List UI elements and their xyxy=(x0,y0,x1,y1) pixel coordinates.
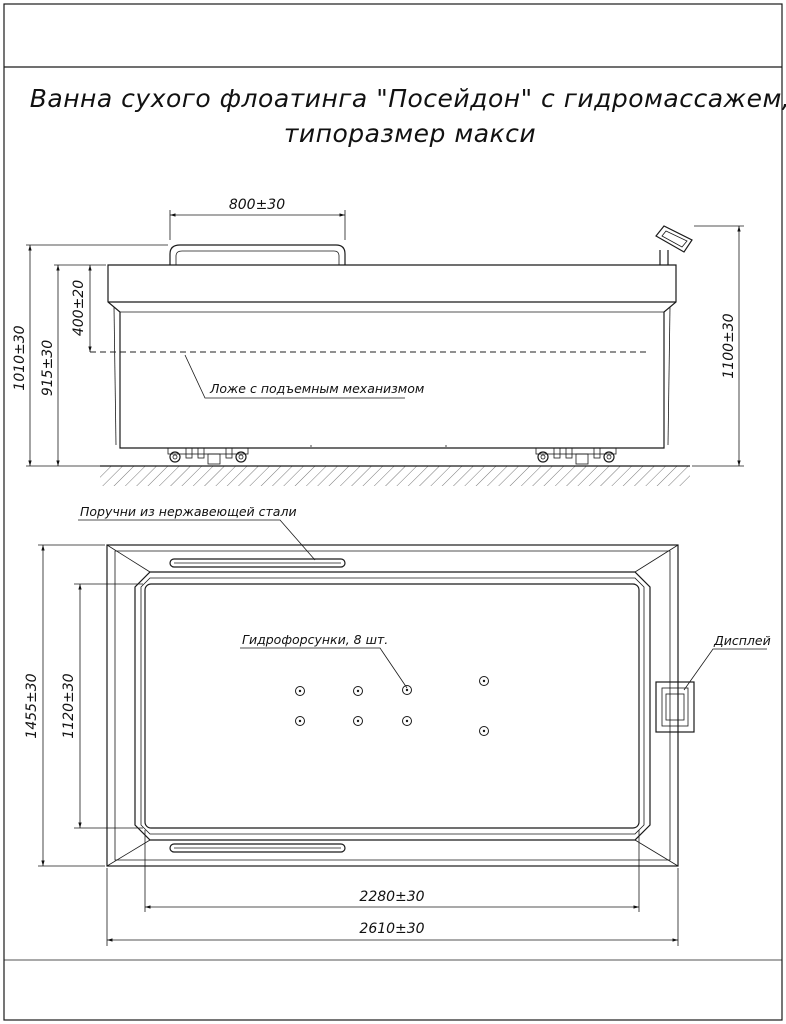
label-jets: Гидрофорсунки, 8 шт. xyxy=(242,632,388,647)
dim-bed-depth-text: 400±20 xyxy=(71,280,87,336)
dim-outer-width-text: 1455±30 xyxy=(24,673,40,738)
display-top xyxy=(655,681,695,733)
jet-nozzle-icon xyxy=(353,686,363,696)
feet-right xyxy=(535,447,617,465)
jet-nozzle-icon xyxy=(479,726,489,736)
jet-nozzle-icon xyxy=(479,676,489,686)
jet-nozzle-icon xyxy=(402,716,412,726)
handrail-side xyxy=(169,244,346,265)
dim-height-display-text: 1100±30 xyxy=(721,313,737,378)
bed-inner xyxy=(144,583,640,829)
jet-nozzle-icon xyxy=(353,716,363,726)
tub-body xyxy=(107,264,677,449)
label-display: Дисплей xyxy=(713,633,771,648)
dim-outer-length: 2610±30 xyxy=(106,868,679,946)
dim-height-rim: 915±30 xyxy=(40,264,106,466)
dim-height-handrail-text: 1010±30 xyxy=(12,325,28,390)
dim-bed-depth: 400±20 xyxy=(71,265,92,352)
dim-height-rim-text: 915±30 xyxy=(40,340,56,396)
handrail-top-upper xyxy=(169,558,346,568)
tub-outer-rim xyxy=(106,544,679,867)
floor-hatch xyxy=(100,466,690,486)
jet-nozzle-icon xyxy=(295,686,305,696)
dim-outer-width: 1455±30 xyxy=(24,544,105,867)
label-bed: Ложе с подъемным механизмом xyxy=(209,381,424,396)
dim-inner-length-text: 2280±30 xyxy=(359,889,424,905)
top-view: Поручни из нержавеющей стали Гидрофорсун… xyxy=(24,504,771,946)
jet-nozzle-icon xyxy=(295,716,305,726)
jet-nozzle-icon xyxy=(402,685,412,695)
dim-height-handrail: 1010±30 xyxy=(12,244,168,467)
sheet-frame xyxy=(3,3,783,1021)
dim-handrail-length: 800±30 xyxy=(169,197,346,240)
side-view: Ложе с подъемным механизмом xyxy=(12,197,744,486)
dim-outer-length-text: 2610±30 xyxy=(359,921,424,937)
dim-inner-width-text: 1120±30 xyxy=(61,673,77,738)
dim-handrail-length-text: 800±30 xyxy=(229,197,285,213)
display-side xyxy=(655,225,693,265)
title-line-2: типоразмер макси xyxy=(284,119,536,148)
jets xyxy=(295,676,489,736)
dim-height-display: 1100±30 xyxy=(692,225,744,467)
handrail-top-lower xyxy=(169,843,346,853)
title-line-1: Ванна сухого флоатинга "Посейдон" с гидр… xyxy=(30,84,786,113)
label-handrails: Поручни из нержавеющей стали xyxy=(80,504,297,519)
feet-left xyxy=(167,447,249,465)
dim-inner-width: 1120±30 xyxy=(61,583,143,829)
dim-inner-length: 2280±30 xyxy=(144,830,640,912)
